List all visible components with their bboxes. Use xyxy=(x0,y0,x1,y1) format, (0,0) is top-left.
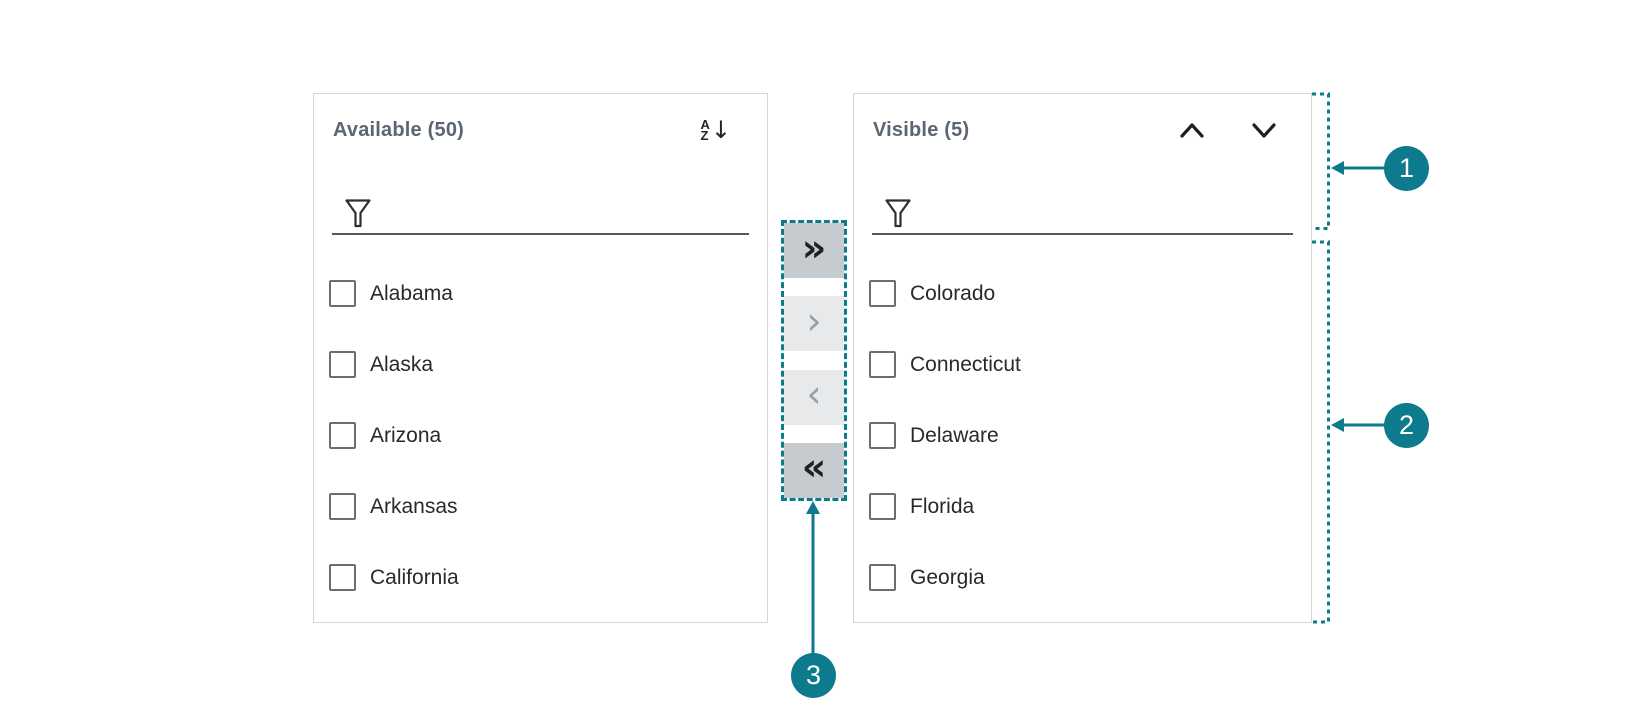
transfer-button-stack: » › ‹ « xyxy=(781,220,847,501)
checkbox[interactable] xyxy=(869,280,896,307)
filter-funnel-icon xyxy=(345,199,371,228)
sort-letter-a: A xyxy=(700,117,710,132)
sort-letter-z: Z xyxy=(700,128,709,143)
move-all-left-button[interactable]: « xyxy=(784,442,844,498)
filter-funnel-icon xyxy=(885,199,911,228)
available-panel-title: Available (50) xyxy=(333,118,465,141)
annotation-arrow-3 xyxy=(806,501,820,655)
visible-filter-field xyxy=(872,191,1293,235)
list-item: Florida xyxy=(854,471,1311,542)
checkbox[interactable] xyxy=(869,564,896,591)
list-item: Arizona xyxy=(314,400,767,471)
item-label: Arizona xyxy=(370,423,442,447)
annotation-bracket-1 xyxy=(1312,92,1330,230)
chevron-right-icon: › xyxy=(806,298,822,343)
annotation-callout-3: 3 xyxy=(791,653,836,698)
list-item: Alaska xyxy=(314,329,767,400)
item-label: Arkansas xyxy=(370,494,458,518)
checkbox[interactable] xyxy=(329,564,356,591)
checkbox[interactable] xyxy=(329,493,356,520)
move-all-right-button[interactable]: » xyxy=(784,223,844,278)
available-panel-header: Available (50) A Z ↓ xyxy=(333,114,745,146)
list-item: Georgia xyxy=(854,542,1311,613)
list-item: Delaware xyxy=(854,400,1311,471)
chevron-up-icon xyxy=(1180,122,1204,138)
double-chevron-left-icon: « xyxy=(801,445,827,490)
available-filter-field xyxy=(332,191,749,235)
available-filter-input[interactable] xyxy=(371,199,749,233)
checkbox[interactable] xyxy=(329,351,356,378)
item-label: Alabama xyxy=(370,281,453,305)
callout-number: 2 xyxy=(1398,410,1415,440)
checkbox[interactable] xyxy=(329,280,356,307)
callout-number: 1 xyxy=(1398,153,1415,183)
list-item: Arkansas xyxy=(314,471,767,542)
annotation-arrow-2 xyxy=(1331,418,1388,432)
checkbox[interactable] xyxy=(329,422,356,449)
sort-arrow-down-icon: ↓ xyxy=(710,116,731,144)
item-label: Connecticut xyxy=(910,352,1021,376)
sort-az-icon: A Z xyxy=(700,117,710,143)
annotation-bracket-2 xyxy=(1312,240,1330,624)
checkbox[interactable] xyxy=(869,493,896,520)
sort-az-button[interactable]: A Z ↓ xyxy=(701,118,732,142)
available-panel: Available (50) A Z ↓ Alabama Alaska xyxy=(313,93,768,623)
list-item: Colorado xyxy=(854,258,1311,329)
visible-panel-header: Visible (5) xyxy=(873,114,1289,146)
checkbox[interactable] xyxy=(869,422,896,449)
move-right-button[interactable]: › xyxy=(784,296,844,352)
available-list: Alabama Alaska Arizona Arkansas Californ… xyxy=(314,258,767,613)
reorder-controls xyxy=(1179,120,1277,140)
item-label: Delaware xyxy=(910,423,999,447)
checkbox[interactable] xyxy=(869,351,896,378)
list-item: Alabama xyxy=(314,258,767,329)
item-label: Georgia xyxy=(910,565,985,589)
annotation-callout-2: 2 xyxy=(1384,403,1429,448)
callout-number: 3 xyxy=(805,660,822,690)
move-left-button[interactable]: ‹ xyxy=(784,369,844,425)
list-item: Connecticut xyxy=(854,329,1311,400)
move-up-button[interactable] xyxy=(1179,120,1205,140)
item-label: Alaska xyxy=(370,352,434,376)
chevron-down-icon xyxy=(1252,122,1276,138)
visible-list: Colorado Connecticut Delaware Florida Ge… xyxy=(854,258,1311,613)
visible-panel: Visible (5) xyxy=(853,93,1312,623)
item-label: Colorado xyxy=(910,281,996,305)
move-down-button[interactable] xyxy=(1251,120,1277,140)
visible-filter-input[interactable] xyxy=(911,199,1293,233)
item-label: California xyxy=(370,565,459,589)
annotation-callout-1: 1 xyxy=(1384,146,1429,191)
annotation-arrow-1 xyxy=(1331,161,1388,175)
list-item: California xyxy=(314,542,767,613)
double-chevron-right-icon: » xyxy=(801,225,827,270)
item-label: Florida xyxy=(910,494,975,518)
chevron-left-icon: ‹ xyxy=(806,372,822,417)
visible-panel-title: Visible (5) xyxy=(873,118,970,141)
